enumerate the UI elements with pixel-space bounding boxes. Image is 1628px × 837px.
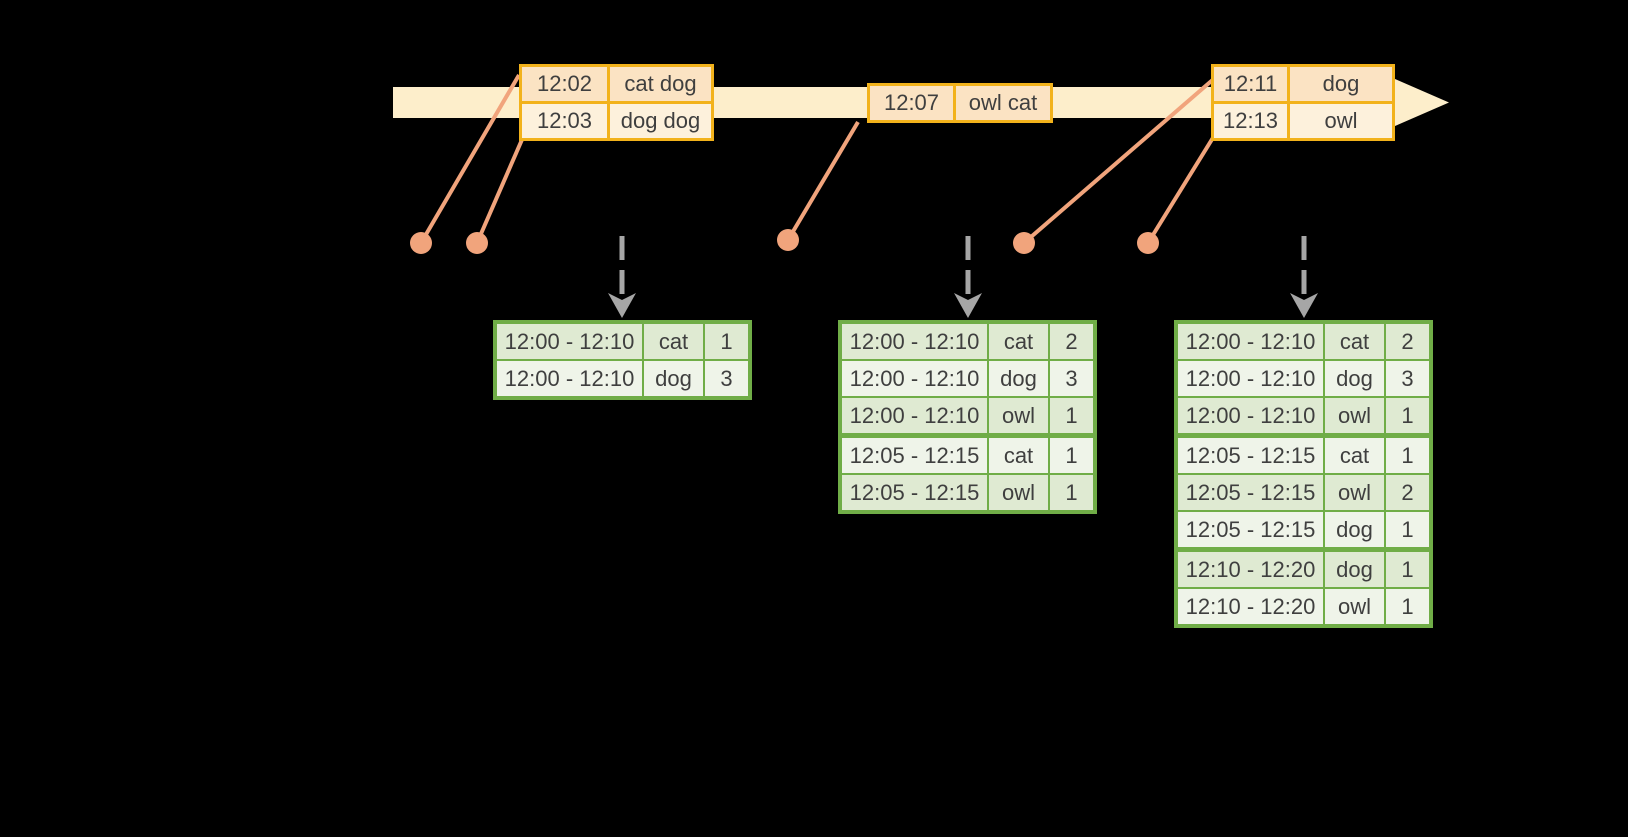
window-cell: 12:05 - 12:15 xyxy=(842,475,987,510)
count-cell: 3 xyxy=(1386,361,1429,396)
connector-line-1207 xyxy=(786,120,860,242)
connector-line-1203 xyxy=(475,134,526,244)
window-cell: 12:10 - 12:20 xyxy=(1178,589,1323,624)
word-cell: owl xyxy=(1325,589,1384,624)
event-dot-1202 xyxy=(410,232,432,254)
count-cell: 2 xyxy=(1050,324,1093,359)
words-cell: owl cat xyxy=(956,86,1050,120)
trigger-arrowhead-icon-1 xyxy=(608,293,636,318)
word-cell: cat xyxy=(989,438,1048,473)
word-cell: cat xyxy=(1325,438,1384,473)
event-dots xyxy=(410,229,1159,254)
count-cell: 3 xyxy=(1050,361,1093,396)
word-cell: dog xyxy=(644,361,703,396)
event-dot-1203 xyxy=(466,232,488,254)
window-cell: 12:10 - 12:20 xyxy=(1178,552,1323,587)
count-cell: 1 xyxy=(1386,398,1429,433)
window-cell: 12:05 - 12:15 xyxy=(1178,475,1323,510)
window-cell: 12:00 - 12:10 xyxy=(842,361,987,396)
word-cell: cat xyxy=(1325,324,1384,359)
connector-line-1213 xyxy=(1146,126,1221,245)
count-cell: 1 xyxy=(1386,552,1429,587)
word-cell: dog xyxy=(1325,361,1384,396)
window-cell: 12:00 - 12:10 xyxy=(1178,361,1323,396)
time-cell: 12:07 xyxy=(870,86,953,120)
window-cell: 12:05 - 12:15 xyxy=(842,438,987,473)
count-cell: 1 xyxy=(1050,475,1093,510)
words-cell: owl xyxy=(1290,104,1392,138)
words-cell: cat dog xyxy=(610,67,711,101)
count-cell: 1 xyxy=(705,324,748,359)
count-cell: 2 xyxy=(1386,324,1429,359)
count-cell: 1 xyxy=(1386,512,1429,547)
word-cell: cat xyxy=(989,324,1048,359)
connector-line-1211 xyxy=(1022,75,1218,245)
word-cell: owl xyxy=(1325,398,1384,433)
word-cell: owl xyxy=(1325,475,1384,510)
words-cell: dog xyxy=(1290,67,1392,101)
count-cell: 1 xyxy=(1386,438,1429,473)
window-cell: 12:00 - 12:10 xyxy=(497,324,642,359)
event-connector-lines xyxy=(419,73,1221,245)
time-cell: 12:13 xyxy=(1214,104,1287,138)
time-cell: 12:02 xyxy=(522,67,607,101)
words-cell: dog dog xyxy=(610,104,711,138)
window-cell: 12:05 - 12:15 xyxy=(1178,512,1323,547)
trigger-arrows xyxy=(608,236,1318,318)
event-dot-1211 xyxy=(1013,232,1035,254)
connector-line-1202 xyxy=(419,73,521,245)
window-cell: 12:00 - 12:10 xyxy=(842,324,987,359)
count-cell: 3 xyxy=(705,361,748,396)
trigger-arrowhead-icon-3 xyxy=(1290,293,1318,318)
window-cell: 12:00 - 12:10 xyxy=(497,361,642,396)
window-cell: 12:00 - 12:10 xyxy=(842,398,987,433)
timeline-arrowhead-icon xyxy=(1395,79,1449,126)
count-cell: 1 xyxy=(1386,589,1429,624)
event-dot-1213 xyxy=(1137,232,1159,254)
count-cell: 1 xyxy=(1050,438,1093,473)
word-cell: owl xyxy=(989,475,1048,510)
event-dot-1207 xyxy=(777,229,799,251)
word-cell: dog xyxy=(989,361,1048,396)
window-cell: 12:00 - 12:10 xyxy=(1178,398,1323,433)
word-cell: dog xyxy=(1325,552,1384,587)
window-cell: 12:00 - 12:10 xyxy=(1178,324,1323,359)
time-cell: 12:03 xyxy=(522,104,607,138)
word-cell: dog xyxy=(1325,512,1384,547)
window-cell: 12:05 - 12:15 xyxy=(1178,438,1323,473)
count-cell: 1 xyxy=(1050,398,1093,433)
count-cell: 2 xyxy=(1386,475,1429,510)
word-cell: owl xyxy=(989,398,1048,433)
time-cell: 12:11 xyxy=(1214,67,1287,101)
word-cell: cat xyxy=(644,324,703,359)
trigger-arrowhead-icon-2 xyxy=(954,293,982,318)
